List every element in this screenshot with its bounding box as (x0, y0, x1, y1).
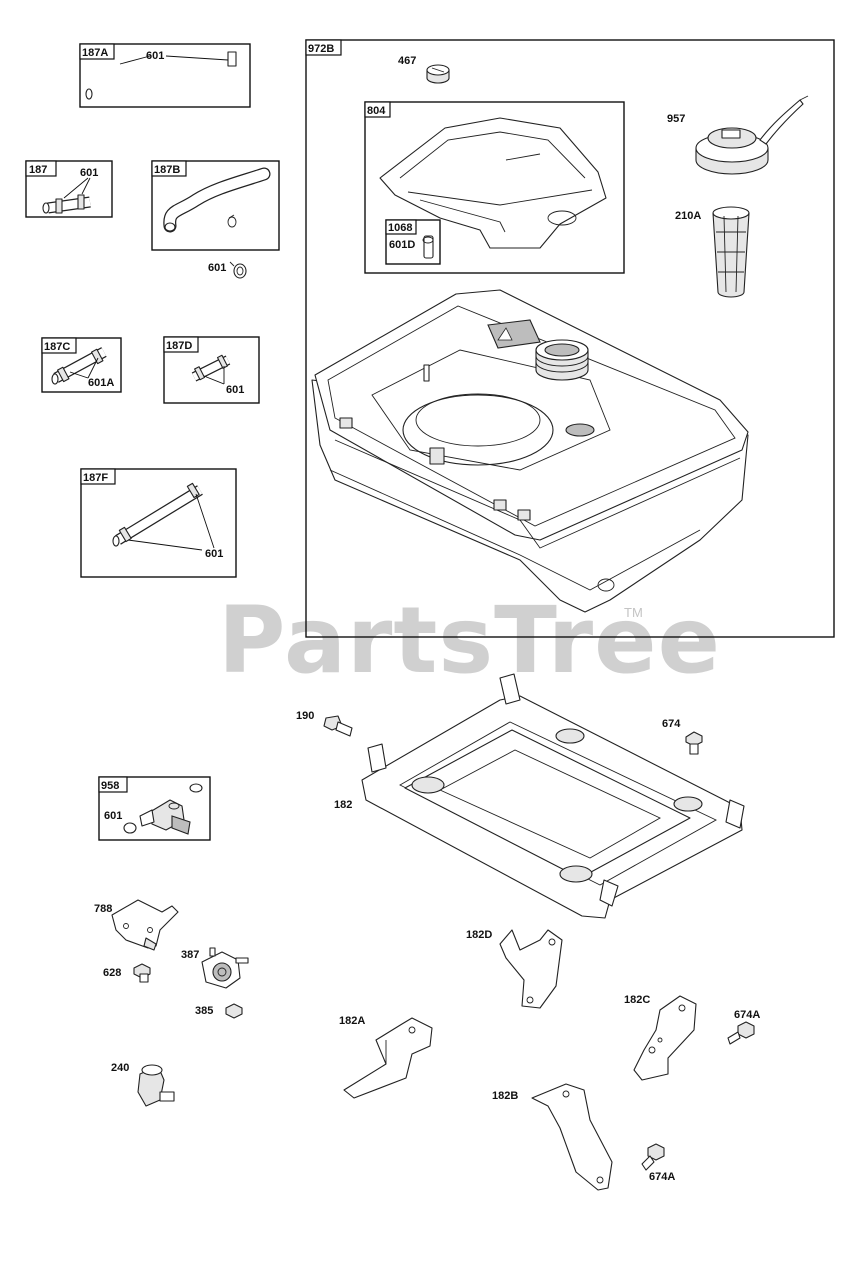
label-467: 467 (398, 55, 416, 67)
group-972B: 972B 467 804 (305, 39, 835, 638)
label-190: 190 (296, 710, 314, 722)
clamp-958-a[interactable] (189, 783, 203, 793)
bracket-788[interactable] (111, 899, 179, 951)
fuel-hose-187F[interactable] (112, 482, 203, 547)
tank-cover-804[interactable] (379, 117, 607, 249)
group-187D-tag: 187D (166, 340, 192, 352)
fuel-pump-387[interactable] (201, 947, 249, 989)
group-187C-tag: 187C (44, 341, 70, 353)
fuel-hose-187C[interactable] (51, 347, 107, 385)
fuel-hose-187A[interactable] (85, 51, 237, 100)
label-674: 674 (662, 718, 681, 730)
bracket-182C[interactable] (633, 995, 697, 1081)
vent-cap-467[interactable] (426, 64, 450, 84)
label-601-187A: 601 (146, 50, 164, 62)
label-182: 182 (334, 799, 352, 811)
label-628: 628 (103, 967, 121, 979)
label-601D: 601D (389, 239, 415, 251)
group-972B-tag: 972B (308, 43, 334, 55)
label-601-958: 601 (104, 810, 122, 822)
label-210A: 210A (675, 210, 701, 222)
watermark-text: PartsTree (218, 587, 721, 694)
group-187: 187 601 (25, 160, 113, 218)
mounting-frame-182[interactable] (361, 673, 745, 919)
group-187B: 187B (151, 160, 280, 251)
bracket-182B[interactable] (531, 1083, 613, 1191)
label-674A-upper: 674A (734, 1009, 760, 1021)
group-187-tag: 187 (29, 164, 47, 176)
label-182B: 182B (492, 1090, 518, 1102)
bolt-674A-upper[interactable] (727, 1021, 755, 1045)
label-601-187D: 601 (226, 384, 244, 396)
fuel-filter-210A[interactable] (712, 206, 750, 298)
clamp-187B[interactable] (227, 214, 237, 228)
label-182D: 182D (466, 929, 492, 941)
bolt-674[interactable] (685, 731, 703, 755)
label-601A-187C: 601A (88, 377, 114, 389)
group-958: 958 601 (98, 776, 211, 841)
label-957: 957 (667, 113, 685, 125)
group-187A: 187A 601 (79, 43, 251, 108)
group-804: 804 1068 601D (364, 101, 625, 274)
fuel-shutoff-valve-958[interactable] (139, 799, 191, 835)
fuel-hose-187B[interactable] (163, 167, 271, 233)
label-601-loose: 601 (208, 262, 226, 274)
label-601-187: 601 (80, 167, 98, 179)
group-187F-tag: 187F (83, 472, 108, 484)
screw-385[interactable] (225, 1003, 243, 1019)
fuel-cap-957[interactable] (695, 95, 809, 175)
label-240: 240 (111, 1062, 129, 1074)
bolt-190[interactable] (323, 715, 353, 737)
label-387: 387 (181, 949, 199, 961)
clamp-601D[interactable] (422, 235, 434, 259)
fuel-hose-187[interactable] (42, 194, 91, 214)
label-385: 385 (195, 1005, 213, 1017)
group-958-tag: 958 (101, 780, 119, 792)
bolt-628[interactable] (133, 963, 151, 983)
group-187A-tag: 187A (82, 47, 108, 59)
hose-clamp-601[interactable] (229, 261, 247, 279)
watermark-trademark: TM (624, 605, 643, 620)
label-601-187F: 601 (205, 548, 223, 560)
group-1068-tag: 1068 (388, 222, 412, 234)
group-187B-tag: 187B (154, 164, 180, 176)
fuel-hose-187D[interactable] (191, 354, 231, 382)
clamp-958-b[interactable] (123, 822, 137, 834)
label-182A: 182A (339, 1015, 365, 1027)
bracket-182A[interactable] (343, 1017, 433, 1099)
group-804-tag: 804 (367, 105, 386, 117)
label-182C: 182C (624, 994, 650, 1006)
bolt-674A-lower[interactable] (641, 1143, 665, 1171)
fuel-tank[interactable] (311, 289, 749, 613)
group-187C: 187C 601A (41, 337, 122, 393)
group-187F: 187F 601 (80, 468, 237, 578)
fuel-valve-240[interactable] (137, 1064, 175, 1107)
group-187D: 187D 601 (163, 336, 260, 404)
label-788: 788 (94, 903, 112, 915)
group-1068: 1068 601D (385, 219, 441, 265)
bracket-182D[interactable] (499, 929, 563, 1009)
label-674A-lower: 674A (649, 1171, 675, 1183)
